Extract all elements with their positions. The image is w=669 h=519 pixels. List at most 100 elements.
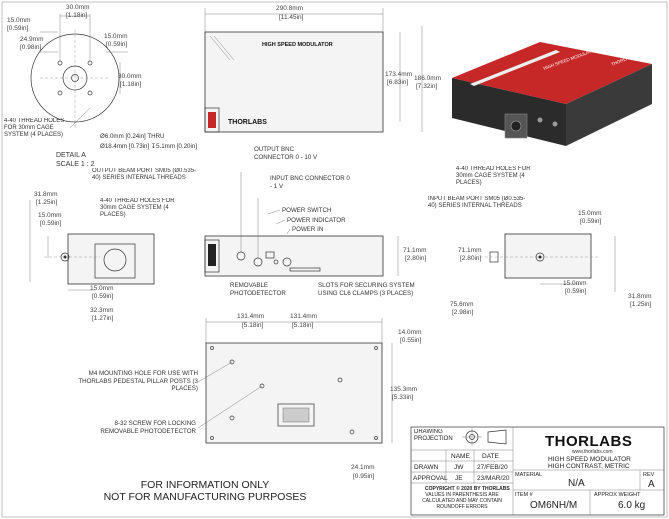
detail-a-hole1: Ø6.0mm [0.24in] THRU xyxy=(100,133,165,140)
detail-a-dim-30-right: 30.0mm xyxy=(118,73,141,80)
front-dim-318: 31.8mm xyxy=(34,191,57,198)
detail-a-scale: SCALE 1 : 2 xyxy=(56,161,95,168)
bottom-dim-14: 14.0mm xyxy=(398,329,421,336)
bottom-dim-1353-in: [5.33in] xyxy=(392,394,414,401)
tb-drawn-name: JW xyxy=(454,464,464,471)
bottom-m4-note: M4 MOUNTING HOLE FOR USE WITH THORLABS P… xyxy=(78,370,198,392)
tb-drawing-projection: DRAWING PROJECTION xyxy=(414,429,453,442)
detail-a-dim-15-right: 15.0mm xyxy=(104,33,127,40)
disclaimer: FOR INFORMATION ONLY NOT FOR MANUFACTURI… xyxy=(95,479,315,503)
tb-logo: THORLABS xyxy=(545,433,632,450)
back-input-port-note: INPUT BEAM PORT SM05 (Ø0.535-40) SERIES … xyxy=(428,196,526,209)
front-dim-15b-in: [0.59in] xyxy=(92,293,114,300)
top-dim-width: 290.8mm xyxy=(276,5,303,12)
front-dim-318-in: [1.25in] xyxy=(36,199,58,206)
tb-copyright: COPYRIGHT © 2020 BY THORLABS xyxy=(425,485,510,492)
detail-a-dim-30-top: 30.0mm xyxy=(66,4,89,11)
side-output-bnc: OUTPUT BNC CONNECTOR 0 - 10 V xyxy=(254,146,318,161)
tb-material-hdr: MATERIAL xyxy=(515,472,542,478)
tb-rev-hdr: REV xyxy=(643,472,655,478)
front-thread-note: 4-40 THREAD HOLES FOR 30mm CAGE SYSTEM (… xyxy=(100,198,175,218)
tb-name-hdr: NAME xyxy=(451,453,470,460)
front-dim-15a-in: [0.59in] xyxy=(40,220,62,227)
bottom-dim-241-in: [0.95in] xyxy=(353,473,375,480)
front-output-port-note: OUTPUT BEAM PORT SM05 (Ø0.535-40) SERIES… xyxy=(92,168,197,181)
top-dim-depth: 173.4mm xyxy=(385,71,412,78)
back-dim-756: 75.6mm xyxy=(450,301,473,308)
iso-side-face xyxy=(566,64,652,146)
side-slots: SLOTS FOR SECURING SYSTEM USING CL6 CLAM… xyxy=(318,282,415,297)
back-dim-318-in: [1.25in] xyxy=(630,301,652,308)
top-view: 290.8mm [11.45in] HIGH SPEED MODULATOR T… xyxy=(204,5,441,133)
side-power-switch: POWER SWITCH xyxy=(282,207,332,214)
back-dim-15a: 15.0mm xyxy=(578,210,601,217)
tb-desc1: HIGH SPEED MODULATOR xyxy=(548,456,631,463)
tb-drawn: DRAWN xyxy=(414,464,439,471)
detail-a-dim-15-left: 15.0mm xyxy=(7,17,30,24)
back-dim-756-in: [2.98in] xyxy=(452,309,474,316)
front-dim-15a: 15.0mm xyxy=(38,212,61,219)
front-view-body xyxy=(67,233,155,285)
top-dim-depth-in: [6.83in] xyxy=(387,79,409,86)
bottom-screw-note: 8-32 SCREW FOR LOCKING REMOVABLE PHOTODE… xyxy=(100,420,196,435)
tb-item-hdr: ITEM # xyxy=(515,492,534,498)
side-input-bnc: INPUT BNC CONNECTOR 0 - 1 V xyxy=(270,175,350,190)
bottom-view: 131.4mm [5.18in] 131.4mm [5.18in] 135.3m… xyxy=(78,313,422,480)
front-view: OUTPUT BEAM PORT SM05 (Ø0.535-40) SERIES… xyxy=(29,168,197,322)
iso-view: HIGH SPEED MODULATOR THORLABS xyxy=(452,42,652,146)
back-dim-15b: 15.0mm xyxy=(563,280,586,287)
front-dim-15b: 15.0mm xyxy=(90,285,113,292)
back-view: 4-40 THREAD HOLES FOR 30mm CAGE SYSTEM (… xyxy=(428,166,652,316)
tb-approval: APPROVAL xyxy=(413,475,448,482)
front-dim-323: 32.3mm xyxy=(90,307,113,314)
tb-material: N/A xyxy=(568,478,585,489)
tb-drawn-date: 27/FEB/20 xyxy=(477,464,508,471)
detail-a-hole2: Ø18.4mm [0.73in] ↧5.1mm [0.20in] xyxy=(100,143,197,150)
side-dim-711-in: [2.80in] xyxy=(405,255,427,262)
bottom-view-body xyxy=(205,342,383,444)
detail-a-title: DETAIL A xyxy=(56,152,86,159)
side-photodetector: REMOVABLE PHOTODETECTOR xyxy=(230,282,286,297)
top-view-label: HIGH SPEED MODULATOR xyxy=(262,42,333,48)
tb-item: OM6NH/M xyxy=(530,500,577,511)
bottom-dim-1314a: 131.4mm xyxy=(237,313,264,320)
projection-symbol-icon xyxy=(462,428,507,446)
top-view-logo: THORLABS xyxy=(228,119,267,126)
side-power-indicator: POWER INDICATOR xyxy=(287,217,346,224)
top-dim-depth2: 186.0mm xyxy=(414,75,441,82)
tb-rounding-note: VALUES IN PARENTHESIS ARE CALCULATED AND… xyxy=(422,492,502,510)
back-dim-15a-in: [0.59in] xyxy=(580,218,602,225)
back-view-body xyxy=(504,233,592,279)
back-dim-318: 31.8mm xyxy=(628,293,651,300)
tb-approval-date: 23/MAR/20 xyxy=(477,475,510,482)
side-view: OUTPUT BNC CONNECTOR 0 - 10 V INPUT BNC … xyxy=(204,146,427,297)
bottom-dim-1353: 135.3mm xyxy=(390,386,417,393)
bottom-dim-1314b: 131.4mm xyxy=(290,313,317,320)
tb-approval-name: JE xyxy=(455,475,463,482)
tb-desc2: HIGH CONTRAST, METRIC xyxy=(548,463,630,470)
disclaimer-line2: NOT FOR MANUFACTURING PURPOSES xyxy=(103,491,307,503)
disclaimer-line1: FOR INFORMATION ONLY xyxy=(140,479,270,491)
side-power-in: POWER IN xyxy=(292,226,323,233)
tb-weight-hdr: APPROX WEIGHT xyxy=(594,492,641,498)
title-block: DRAWING PROJECTION NAME DATE DRAWN JW 27… xyxy=(410,426,665,516)
bottom-dim-1314b-in: [5.18in] xyxy=(292,322,314,329)
detail-a-view: 30.0mm [1.18in] 15.0mm [0.59in] 24.9mm [… xyxy=(4,4,197,168)
back-dim-15b-in: [0.59in] xyxy=(565,288,587,295)
back-dim-711-in: [2.80in] xyxy=(460,255,482,262)
detail-a-dim-30-top-in: [1.18in] xyxy=(66,12,88,19)
iso-front-face xyxy=(452,78,566,146)
detail-a-thread-note: 4-40 THREAD HOLES FOR 30mm CAGE SYSTEM (… xyxy=(4,118,65,138)
detail-a-dim-249-in: [0.98in] xyxy=(20,44,42,51)
side-view-body xyxy=(204,235,384,277)
front-dim-323-in: [1.27in] xyxy=(92,315,114,322)
tb-weight: 6.0 kg xyxy=(618,500,645,511)
bottom-dim-241: 24.1mm xyxy=(351,464,374,471)
bottom-dim-14-in: [0.55in] xyxy=(400,337,422,344)
back-dim-711: 71.1mm xyxy=(458,247,481,254)
detail-a-dim-15-left-in: [0.59in] xyxy=(7,25,29,32)
back-thread-note: 4-40 THREAD HOLES FOR 30mm CAGE SYSTEM (… xyxy=(456,166,531,186)
detail-a-dim-15-right-in: [0.59in] xyxy=(106,41,128,48)
